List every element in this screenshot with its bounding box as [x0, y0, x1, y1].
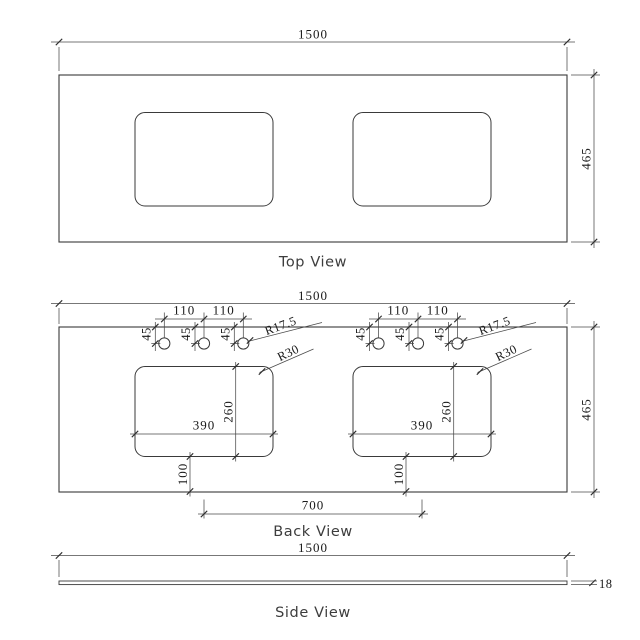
hole-back-offset-dimensions: 45 45 45 45 45 45: [139, 322, 454, 351]
front-margin-dimensions: 100 100: [175, 452, 410, 497]
dim-hole-spacing: 110: [427, 303, 449, 318]
dim-thickness: 18: [599, 577, 613, 591]
countertop-slab-side-view: [58, 580, 568, 586]
dim-overall-width: 1500: [298, 540, 328, 555]
dim-hole-spacing: 110: [213, 303, 235, 318]
faucet-hole: [411, 337, 425, 350]
right-hole-spacing-dimension: 110 110: [369, 303, 466, 338]
right-sink-cutout-top-view: [352, 112, 492, 207]
dim-front-margin: 100: [391, 463, 406, 486]
dimension-ticks: [55, 551, 571, 560]
sink-center-spacing-dimension: 700: [198, 498, 428, 519]
dim-hole-back-offset: 45: [354, 327, 368, 341]
dim-cutout-depth: 260: [221, 400, 236, 423]
dimension-ticks: [374, 315, 462, 323]
thickness-dimension: 18: [571, 577, 613, 591]
dim-sink-center-spacing: 700: [302, 498, 325, 513]
side-view-label: Side View: [275, 605, 351, 621]
dimension-ticks: [590, 323, 598, 496]
top-view-drawing: 1500 465 Top View: [51, 27, 600, 271]
top-view-label: Top View: [278, 255, 347, 271]
dim-overall-width: 1500: [298, 27, 328, 42]
faucet-hole: [158, 337, 171, 350]
dim-hole-spacing: 110: [387, 303, 409, 318]
left-sink-cutout-top-view: [134, 112, 274, 207]
dim-overall-depth: 465: [579, 398, 594, 421]
side-view-width-dimension: 1500: [51, 540, 575, 577]
dim-hole-back-offset: 45: [393, 327, 407, 341]
dim-overall-width: 1500: [298, 288, 328, 303]
right-sink-cutout-back-view: [352, 366, 492, 457]
top-view-width-dimension: 1500: [51, 27, 575, 71]
dim-hole-back-offset: 45: [139, 327, 153, 341]
faucet-hole: [372, 337, 385, 350]
dim-cutout-depth: 260: [439, 400, 454, 423]
dim-hole-back-offset: 45: [218, 327, 232, 341]
dimension-ticks: [160, 315, 247, 323]
top-view-depth-dimension: 465: [571, 69, 600, 248]
back-view-label: Back View: [273, 524, 353, 540]
cutout-width-dimensions: 390 390: [130, 418, 496, 438]
dim-front-margin: 100: [175, 463, 190, 486]
dim-overall-depth: 465: [579, 147, 594, 170]
back-view-drawing: 1500 465: [51, 288, 600, 540]
faucet-hole: [197, 337, 211, 350]
dimension-ticks: [590, 71, 598, 246]
back-view-depth-dimension: 465: [571, 321, 600, 498]
cutout-depth-dimensions: 260 260: [221, 362, 458, 462]
dimension-ticks: [55, 299, 571, 308]
left-sink-cutout-back-view: [134, 366, 274, 457]
dim-hole-back-offset: 45: [179, 327, 193, 341]
dim-hole-spacing: 110: [173, 303, 195, 318]
faucet-holes: [158, 337, 464, 350]
dim-cutout-width: 390: [411, 418, 434, 433]
side-view-drawing: 1500 18 Side View: [51, 540, 613, 621]
left-hole-spacing-dimension: 110 110: [155, 303, 252, 338]
dim-cutout-width: 390: [193, 418, 216, 433]
dimension-ticks: [55, 38, 571, 46]
back-view-width-dimension: 1500: [51, 288, 575, 324]
dim-hole-back-offset: 45: [433, 327, 447, 341]
